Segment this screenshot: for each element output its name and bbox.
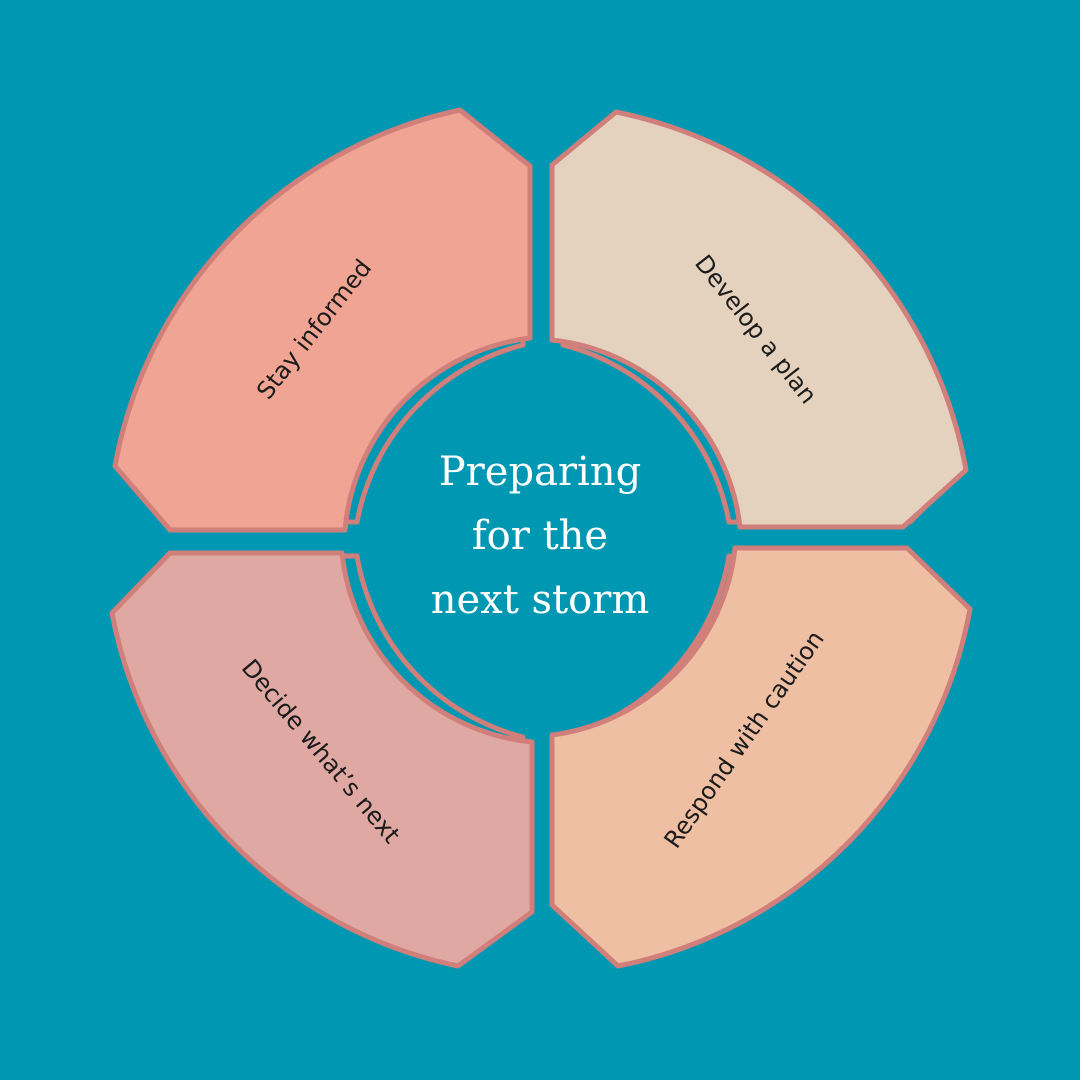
segment-respond-with-caution-shape [549,545,973,969]
segment-develop-a-plan-shape [549,109,969,530]
segment-respond-with-caution: Respond with caution [549,545,973,969]
center-title-line-2: for the [471,513,609,559]
segment-stay-informed-shape [112,107,533,533]
segment-decide-whats-next: Decide what’s next [109,550,535,969]
center-title-line-3: next storm [430,577,650,623]
segment-develop-a-plan: Develop a plan [549,109,969,530]
segment-decide-whats-next-shape [109,550,535,969]
segment-stay-informed: Stay informed [112,107,533,533]
center-title: Preparing for the next storm [340,440,740,632]
center-title-line-1: Preparing [438,449,642,495]
